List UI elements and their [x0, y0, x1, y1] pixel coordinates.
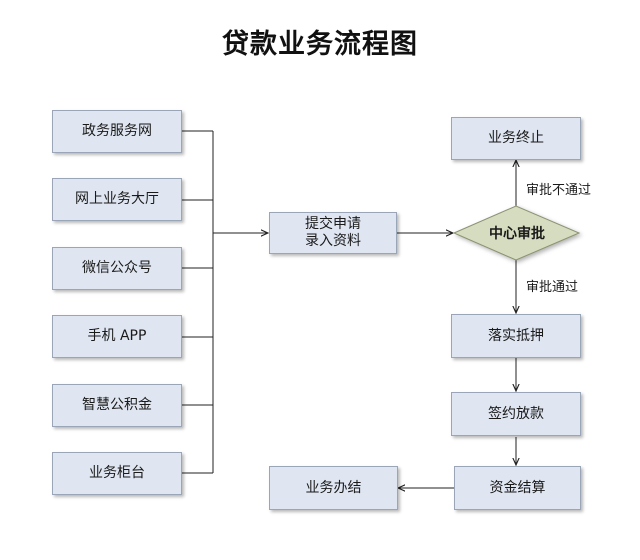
- channel-gov-service-net: 政务服务网: [52, 110, 182, 153]
- decision-diamond: [452, 205, 581, 261]
- complete-box: 业务办结: [269, 466, 398, 510]
- diagram-title: 贷款业务流程图: [222, 29, 418, 60]
- decision-label: 中心审批: [489, 226, 545, 242]
- channel-wechat: 微信公众号: [52, 247, 182, 290]
- submit-line-1: 提交申请: [305, 216, 361, 232]
- channel-smart-fund: 智慧公积金: [52, 384, 182, 427]
- channel-mobile-app: 手机 APP: [52, 315, 182, 358]
- reject-label: 审批不通过: [526, 183, 592, 198]
- approve-label: 审批通过: [526, 280, 579, 295]
- terminate-box: 业务终止: [451, 117, 581, 160]
- submit-application-box: 提交申请 录入资料: [269, 212, 397, 254]
- submit-line-2: 录入资料: [305, 233, 361, 249]
- channel-online-hall: 网上业务大厅: [52, 178, 182, 221]
- signing-box: 签约放款: [451, 392, 581, 436]
- settlement-box: 资金结算: [454, 466, 581, 510]
- channel-counter: 业务柜台: [52, 452, 182, 495]
- mortgage-box: 落实抵押: [451, 314, 581, 358]
